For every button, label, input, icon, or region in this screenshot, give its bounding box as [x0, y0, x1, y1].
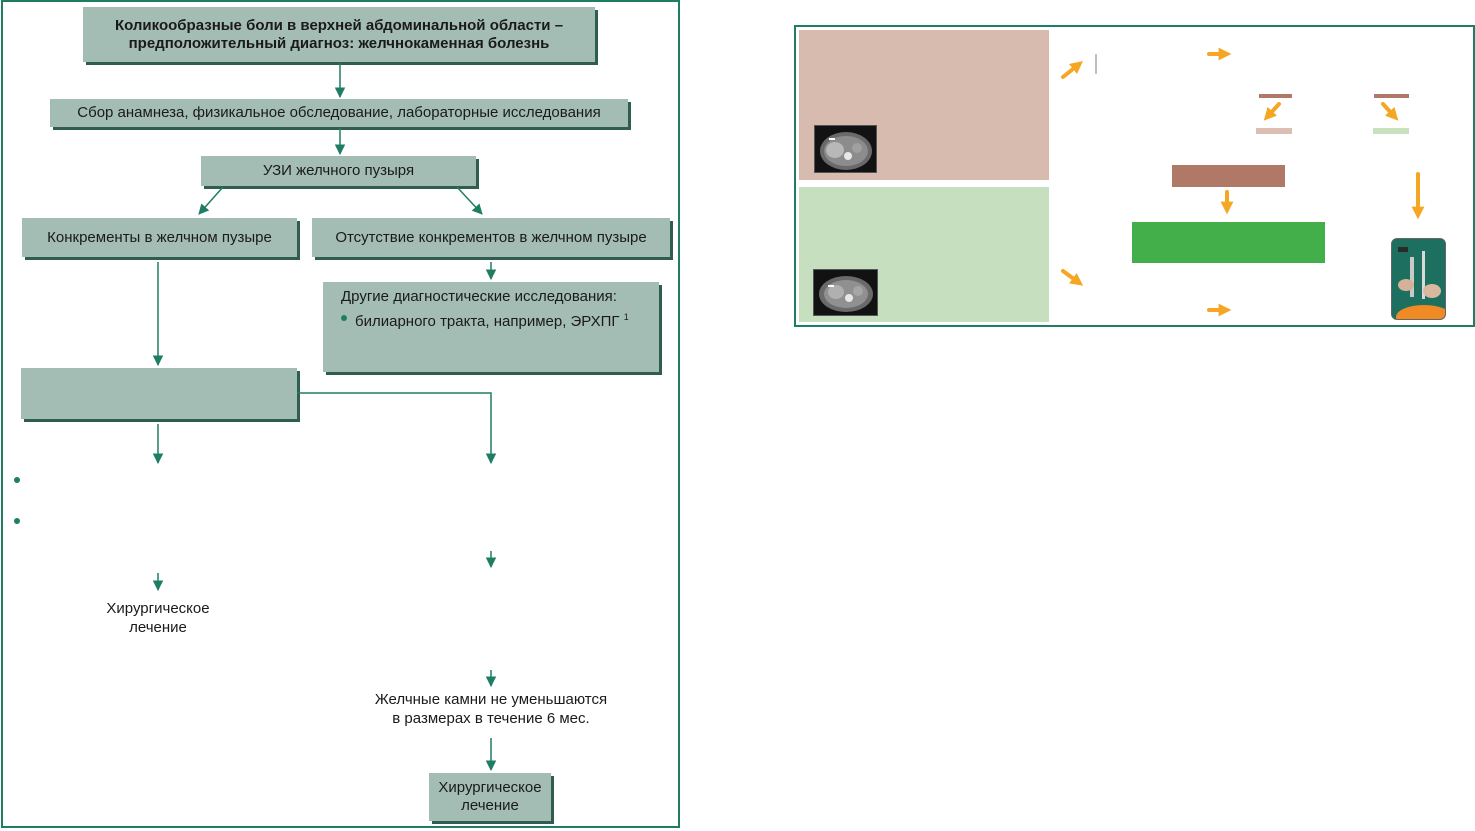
other-tests-title: Другие диагностические исследования: — [341, 288, 617, 305]
ct-scan-icon — [819, 276, 873, 312]
title-box: Коликообразные боли в верхней абдоминаль… — [83, 7, 595, 62]
stones-confirmed-box — [21, 368, 297, 419]
ultrasound-label: УЗИ желчного пузыря — [262, 162, 415, 179]
no-stones-label: Отсутствие конкрементов в желчном пузыре — [335, 228, 647, 246]
ct-scan-top-image — [814, 125, 877, 173]
laparoscopy-photo-icon — [1392, 239, 1445, 319]
surgery-left-text: Хирургическое лечение — [83, 599, 233, 637]
green-bar-right — [1373, 128, 1409, 134]
surgery-right-line-1: Хирургическое — [438, 779, 542, 796]
green-block — [1132, 222, 1325, 263]
arrow-icon — [1061, 269, 1084, 286]
brown-bar-left — [1259, 94, 1292, 98]
other-tests-item: билиарного тракта, например, ЭРХПГ — [355, 313, 620, 330]
arrow-connector — [456, 186, 483, 215]
surgery-left-line-2: лечение — [129, 619, 187, 636]
no-stones-box: Отсутствие конкрементов в желчном пузыре — [312, 218, 670, 257]
stones-present-box: Конкременты в желчном пузыре — [22, 218, 297, 257]
surgery-photo — [1391, 238, 1446, 320]
brown-block — [1172, 165, 1285, 187]
arrow-icon — [1381, 102, 1399, 121]
history-exam-box: Сбор анамнеза, физикальное обследование,… — [50, 99, 628, 127]
ct-scan-bottom-image — [813, 269, 878, 316]
other-tests-box: Другие диагностические исследования: бил… — [323, 282, 659, 372]
arrow-icon — [1061, 61, 1083, 79]
flowchart-frame — [1, 0, 680, 828]
bullet-icon — [14, 477, 20, 483]
ct-scan-icon — [820, 132, 872, 170]
surgery-left-line-1: Хирургическое — [106, 600, 210, 617]
stones-persist-line-2: в размерах в течение 6 мес. — [392, 710, 590, 727]
surgery-right-line-2: лечение — [461, 797, 519, 814]
stones-persist-text: Желчные камни не уменьшаются в размерах … — [355, 690, 627, 728]
arrow-connector — [198, 186, 224, 215]
footnote-marker: 1 — [623, 312, 629, 322]
surgery-right-box: Хирургическое лечение — [429, 773, 551, 821]
label-marker — [1095, 54, 1097, 74]
arrow-connector — [297, 392, 497, 465]
pink-bar-left — [1256, 128, 1292, 134]
bullet-icon — [14, 518, 20, 524]
treatment-diagram-frame — [794, 25, 1475, 327]
ultrasound-box: УЗИ желчного пузыря — [201, 156, 476, 186]
bullet-icon — [341, 315, 347, 321]
title-line-1: Коликообразные боли в верхней абдоминаль… — [114, 16, 564, 34]
stones-persist-line-1: Желчные камни не уменьшаются — [374, 691, 608, 708]
stones-present-label: Конкременты в желчном пузыре — [47, 228, 272, 246]
history-exam-label: Сбор анамнеза, физикальное обследование,… — [77, 104, 601, 121]
title-line-2: предположительный диагноз: желчнокаменна… — [128, 34, 550, 52]
arrow-icon — [1263, 102, 1281, 121]
brown-bar-right — [1374, 94, 1409, 98]
